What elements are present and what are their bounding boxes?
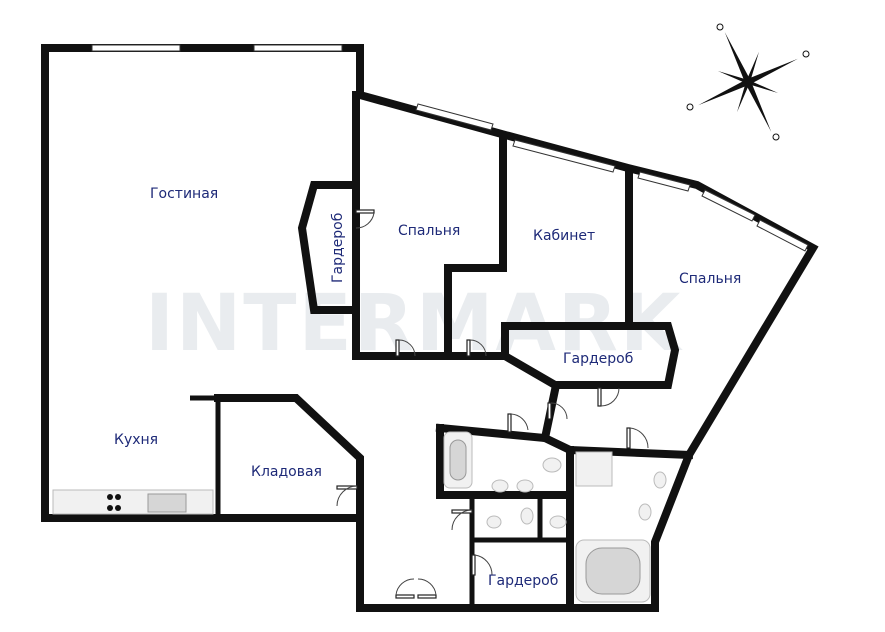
room-label-bedroom-1: Спальня <box>398 223 460 239</box>
room-label-wardrobe-mid: Гардероб <box>563 351 633 367</box>
room-label-wardrobe-vertical: Гардероб <box>330 213 346 283</box>
compass-rose-icon <box>686 23 810 141</box>
room-label-study: Кабинет <box>533 228 595 244</box>
room-label-living: Гостиная <box>150 186 218 202</box>
doors <box>336 209 649 599</box>
room-label-storage: Кладовая <box>251 464 322 480</box>
interior-walls <box>190 91 694 612</box>
windows <box>91 44 809 252</box>
room-label-bedroom-2: Спальня <box>679 271 741 287</box>
kitchen-fixtures <box>52 489 214 515</box>
bathroom-fixtures <box>443 431 667 603</box>
outer-walls <box>41 44 819 612</box>
room-label-kitchen: Кухня <box>114 432 158 448</box>
room-label-wardrobe-bottom: Гардероб <box>488 573 558 589</box>
